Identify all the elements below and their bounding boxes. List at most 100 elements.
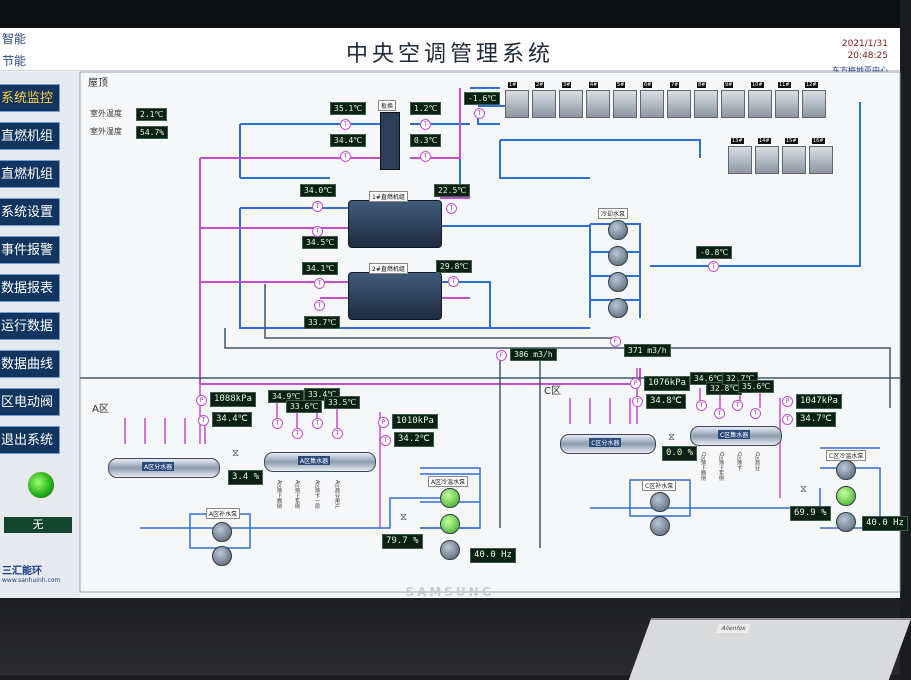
pressure-sensor: P — [196, 395, 207, 406]
nav-event-alarm[interactable]: 事件报警 — [0, 236, 60, 264]
zone-c-branch-2: C区地上东侧 — [718, 452, 724, 481]
cooling-tower-4[interactable]: 4# — [586, 82, 610, 118]
zone-a-branch-1: A区地上西侧 — [276, 480, 282, 509]
valve-icon[interactable]: ⧖ — [400, 512, 408, 523]
zone-c-makeup-pump-2[interactable] — [650, 516, 670, 536]
roof-temp-5: -1.6℃ — [464, 92, 501, 105]
nav-electric-valve[interactable]: 区电动阀 — [0, 388, 60, 416]
zone-a-bypass-opening: 79.7 % — [382, 534, 423, 549]
zone-a-hotwater-pump-2[interactable] — [440, 514, 460, 534]
flow-sensor: F — [610, 336, 621, 347]
tower-label: 11# — [778, 82, 791, 88]
temp-sensor: T — [448, 276, 459, 287]
nav-system-settings[interactable]: 系统设置 — [0, 198, 60, 226]
tower-label: 7# — [670, 82, 680, 88]
zone-c-hotwater-pump-1[interactable] — [836, 460, 856, 480]
cooling-tower-16[interactable]: 16# — [809, 138, 833, 174]
chiller-1-label: 1#直燃机组 — [369, 191, 408, 202]
zone-a-makeup-pump-1[interactable] — [212, 522, 232, 542]
cooling-pump-1[interactable] — [608, 220, 628, 240]
datetime: 2021/1/31 20:48:25 东方梅地亚中心 — [832, 38, 888, 77]
temp-sensor: T — [292, 428, 303, 439]
outdoor-temp-label: 室外温度 — [90, 109, 122, 118]
zone-a-collector[interactable]: A区集水器 — [264, 452, 376, 472]
cooling-tower-13[interactable]: 13# — [728, 138, 752, 174]
cooling-pump-4[interactable] — [608, 298, 628, 318]
pressure-sensor: P — [782, 396, 793, 407]
cooling-tower-15[interactable]: 15# — [782, 138, 806, 174]
tower-label: 3# — [562, 82, 572, 88]
valve-icon[interactable]: ⧖ — [232, 448, 240, 459]
chiller-2-inlet-temp: 34.1℃ — [302, 262, 339, 275]
nav-system-monitor[interactable]: 系统监控 — [0, 84, 60, 112]
temp-sensor: T — [272, 418, 283, 429]
cooling-tower-6[interactable]: 6# — [640, 82, 664, 118]
nav-data-curve[interactable]: 数据曲线 — [0, 350, 60, 378]
zone-c-branch-3: C区地下 — [736, 452, 742, 471]
temp-sensor: T — [312, 201, 323, 212]
zone-a-branch-temp-4: 33.5℃ — [324, 396, 361, 409]
zone-a-label: A区 — [92, 404, 109, 415]
nav-data-report[interactable]: 数据报表 — [0, 274, 60, 302]
valve-icon[interactable]: ⧖ — [668, 432, 676, 443]
cooling-tower-12[interactable]: 12# — [802, 82, 826, 118]
nav-exit-system[interactable]: 退出系统 — [0, 426, 60, 454]
temp-sensor: T — [782, 414, 793, 425]
plate-exchanger-label: 板换 — [378, 100, 397, 111]
nav-chiller-2[interactable]: 直燃机组 — [0, 160, 60, 188]
cooling-pump-3[interactable] — [608, 272, 628, 292]
zone-c-collector-label: C区集水器 — [718, 430, 751, 439]
roof-temp-2: 1.2℃ — [410, 102, 442, 115]
cooling-tower-14[interactable]: 14# — [755, 138, 779, 174]
zone-a-branch-2: A区地上东侧 — [294, 480, 300, 509]
zone-c-makeup-pump-label: C区补水泵 — [642, 480, 677, 491]
zone-a-branch-4: A区商业用户 — [334, 480, 340, 509]
temp-sensor: T — [750, 408, 761, 419]
zone-a-branch-3: A区地下一层 — [314, 480, 320, 509]
zone-c-splitter[interactable]: C区分水器 — [560, 434, 656, 454]
zone-c-bypass-opening: 69.9 % — [790, 506, 831, 521]
temp-sensor: T — [314, 278, 325, 289]
chiller-1[interactable]: 1#直燃机组 — [348, 191, 442, 248]
zone-a-splitter[interactable]: A区分水器 — [108, 458, 220, 478]
cooling-pump-2[interactable] — [608, 246, 628, 266]
zone-c-branch-4: C区商业 — [754, 452, 760, 471]
tower-label: 4# — [589, 82, 599, 88]
zone-c-makeup-pump-1[interactable] — [650, 492, 670, 512]
cooling-tower-10[interactable]: 10# — [748, 82, 772, 118]
nav-run-data[interactable]: 运行数据 — [0, 312, 60, 340]
cooling-tower-1[interactable]: 1# — [505, 82, 529, 118]
zone-c-hotwater-pump-3[interactable] — [836, 512, 856, 532]
zone-a-hotwater-pump-3[interactable] — [440, 540, 460, 560]
zone-c-branch-1: C区地上西侧 — [700, 452, 706, 481]
cooling-tower-2[interactable]: 2# — [532, 82, 556, 118]
roof-label: 屋顶 — [88, 78, 108, 89]
temp-sensor: T — [340, 151, 351, 162]
zone-c-valve-opening: 0.0 % — [662, 446, 698, 461]
cooling-tower-3[interactable]: 3# — [559, 82, 583, 118]
cooling-tower-5[interactable]: 5# — [613, 82, 637, 118]
chiller-1-inlet-temp: 34.0℃ — [300, 184, 337, 197]
cooling-tower-7[interactable]: 7# — [667, 82, 691, 118]
tower-label: 14# — [758, 138, 771, 144]
zone-c-inlet-temp: 34.8℃ — [646, 394, 686, 409]
zone-a-makeup-pump-2[interactable] — [212, 546, 232, 566]
chiller-2-return-temp: 33.7℃ — [304, 316, 341, 329]
nav-chiller-1[interactable]: 直燃机组 — [0, 122, 60, 150]
temp-sensor: T — [420, 151, 431, 162]
site-name: 东方梅地亚中心 — [832, 66, 888, 75]
cooling-tower-11[interactable]: 11# — [775, 82, 799, 118]
chiller-2[interactable]: 2#直燃机组 — [348, 263, 442, 320]
zone-a-hotwater-pump-1[interactable] — [440, 488, 460, 508]
cooling-tower-8[interactable]: 8# — [694, 82, 718, 118]
zone-c-inlet-pressure: 1076kPa — [644, 376, 690, 391]
tower-label: 9# — [724, 82, 734, 88]
valve-icon[interactable]: ⧖ — [800, 484, 808, 495]
brand: 智能 节能 — [0, 28, 26, 72]
cooling-tower-9[interactable]: 9# — [721, 82, 745, 118]
pressure-sensor: P — [378, 417, 389, 428]
temp-sensor: T — [312, 226, 323, 237]
zone-a-valve-opening: 3.4 % — [228, 470, 264, 485]
zone-c-collector[interactable]: C区集水器 — [690, 426, 782, 446]
zone-c-hotwater-pump-2[interactable] — [836, 486, 856, 506]
